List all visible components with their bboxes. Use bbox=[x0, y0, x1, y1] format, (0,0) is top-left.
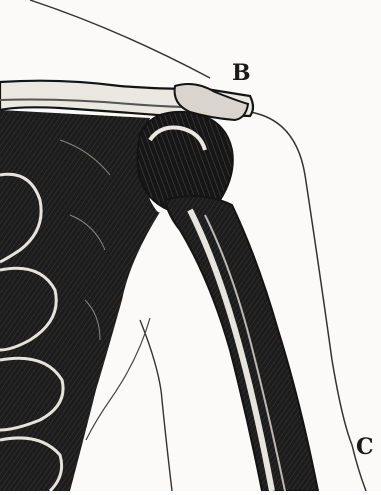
body-contour-line bbox=[30, 0, 210, 78]
point-label-b: B bbox=[232, 60, 251, 86]
point-label-c: C bbox=[356, 434, 374, 460]
scapula-ribcage-mass bbox=[0, 110, 160, 491]
arm-inner-contour bbox=[140, 320, 172, 491]
